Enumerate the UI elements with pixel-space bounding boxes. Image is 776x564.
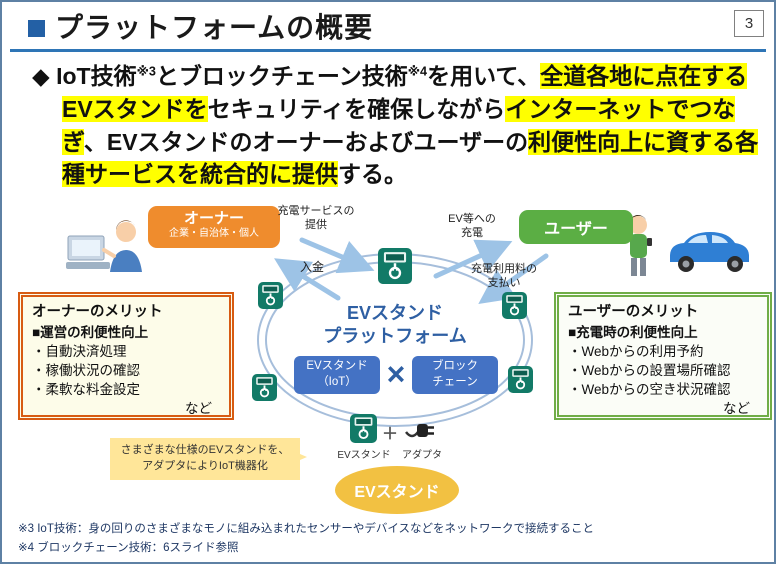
owner-box-title: オーナー <box>183 210 244 227</box>
page-number: 3 <box>734 10 764 37</box>
merit-item: ・稼働状況の確認 <box>32 362 140 378</box>
user-box: ユーザー <box>519 210 633 244</box>
platform-name: EVスタンド プラットフォーム <box>323 303 467 346</box>
intro-segment: セキュリティを確保しながら <box>207 95 506 122</box>
user-illustration <box>629 215 749 276</box>
owner-merits-heading: ■運営の利便性向上 <box>32 324 149 340</box>
intro-segment: IoT技術 <box>56 63 137 90</box>
footnote: ※4 ブロックチェーン技術：6スライド参照 <box>18 541 239 554</box>
owner-merits-etc: など <box>185 401 212 417</box>
user-merits-title: ユーザーのメリット <box>568 304 699 320</box>
title-divider <box>10 49 766 53</box>
title-bullet-icon <box>28 19 45 37</box>
times-icon: × <box>386 356 406 392</box>
intro-paragraph: ◆ IoT技術※3とブロックチェーン技術※4を用いて、全道各地に点在するEVスタ… <box>32 60 760 191</box>
merit-item: ・Webからの設置場所確認 <box>568 362 731 378</box>
flow-label-fee-payment: 充電利用料の 支払い <box>471 263 537 290</box>
arrow-ev-charging <box>433 239 513 279</box>
flow-label-ev-charging: EV等への 充電 <box>448 213 496 240</box>
intro-segment: 、EVスタンドのオーナーおよびユーザーの <box>83 128 529 155</box>
ev-stand-mini-label: EVスタンド <box>337 450 391 461</box>
chip-blockchain: ブロック チェーン <box>412 356 498 394</box>
owner-box-subtitle: 企業・自治体・個人 <box>169 228 259 239</box>
owner-merits-title: オーナーのメリット <box>32 304 163 320</box>
ev-stand-icon <box>350 414 377 443</box>
owner-box: オーナー 企業・自治体・個人 <box>148 206 280 248</box>
footnote-ref-3: ※3 <box>136 64 156 79</box>
user-merits-box: ユーザーのメリット ■充電時の利便性向上 ・Webからの利用予約 ・Webからの… <box>554 292 772 420</box>
ev-stand-icon <box>252 374 277 401</box>
car-illustration <box>670 232 749 272</box>
ev-stand-icon <box>258 282 283 309</box>
user-merits-heading: ■充電時の利便性向上 <box>568 324 698 340</box>
merit-item: ・Webからの利用予約 <box>568 343 704 359</box>
flow-label-charge-service: 充電サービスの 提供 <box>277 205 355 232</box>
footnote: ※3 IoT技術：身の回りのさまざまなモノに組み込まれたセンサーやデバイスなどを… <box>18 523 594 536</box>
arrow-deposit <box>274 258 341 301</box>
adapter-icon <box>405 424 434 438</box>
adapter-callout: さまざまな仕様のEVスタンドを、 アダプタによりIoT機器化 <box>110 438 307 480</box>
footnotes: ※3 IoT技術：身の回りのさまざまなモノに組み込まれたセンサーやデバイスなどを… <box>18 520 594 557</box>
page-title: プラットフォームの概要 <box>55 12 374 43</box>
owner-illustration <box>66 220 142 272</box>
ev-stand-icon <box>508 366 533 393</box>
intro-segment: とブロックチェーン技術 <box>155 63 408 90</box>
arrow-fee-payment <box>478 253 549 305</box>
owner-merits-box: オーナーのメリット ■運営の利便性向上 ・自動決済処理 ・稼働状況の確認 ・柔軟… <box>18 292 234 420</box>
footnote-ref-4: ※4 <box>407 64 428 79</box>
chip-ev-stand-iot: EVスタンド （IoT） <box>294 356 380 394</box>
intro-segment: する。 <box>338 161 407 188</box>
flow-label-deposit: 入金 <box>299 260 324 274</box>
slide-header: プラットフォームの概要 <box>2 2 774 44</box>
intro-segment: を用いて、 <box>427 63 541 90</box>
merit-item: ・柔軟な料金設定 <box>32 382 140 398</box>
ev-stand-icon <box>502 292 527 319</box>
user-box-label: ユーザー <box>544 221 608 238</box>
ev-stand-icon <box>378 248 412 284</box>
platform-diagram: オーナー 企業・自治体・個人 ユーザー 充電サービスの 提供 入金 EV等への … <box>2 198 774 520</box>
user-merits-etc: など <box>723 401 750 417</box>
ev-stand-ellipse: EVスタンド <box>335 466 459 514</box>
plus-icon: ＋ <box>382 426 399 443</box>
intro-bullet: ◆ <box>32 63 57 90</box>
merit-item: ・Webからの空き状況確認 <box>568 382 731 398</box>
arrow-charge-service <box>299 237 375 274</box>
merit-item: ・自動決済処理 <box>32 343 127 359</box>
adapter-mini-label: アダプタ <box>402 450 442 461</box>
